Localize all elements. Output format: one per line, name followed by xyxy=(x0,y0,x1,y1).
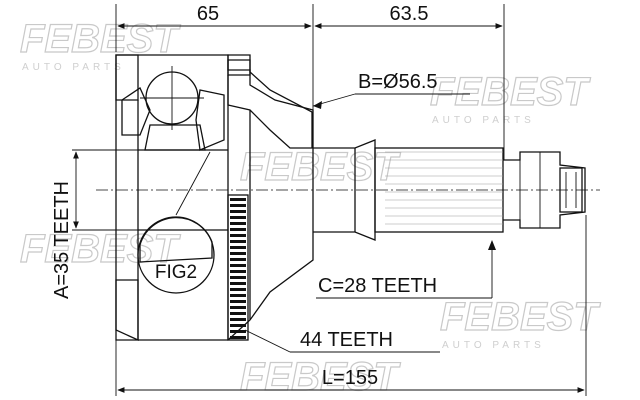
abs-tooth xyxy=(230,252,246,255)
overall-length-label: L=155 xyxy=(322,367,378,389)
fig2-detail: FIG2 xyxy=(137,151,215,294)
abs-tooth xyxy=(230,222,246,225)
ball-cage xyxy=(121,66,225,151)
b-diameter-label: B=Ø56.5 xyxy=(358,71,438,93)
watermark-logo: FEBEST xyxy=(240,145,401,189)
watermark-logo: FEBEST xyxy=(440,295,601,339)
abs-teeth-label: 44 TEETH xyxy=(300,329,393,351)
abs-tooth xyxy=(230,324,246,327)
watermark-logo: FEBEST xyxy=(430,70,591,114)
fig2-label: FIG2 xyxy=(155,262,197,283)
abs-tooth xyxy=(230,276,246,279)
callout-c-teeth: C=28 TEETH xyxy=(316,240,496,299)
abs-tooth xyxy=(230,234,246,237)
abs-tooth xyxy=(230,300,246,303)
callout-a-teeth: A=35 TEETH xyxy=(51,149,138,299)
abs-tooth xyxy=(230,240,246,243)
abs-tooth xyxy=(230,264,246,267)
watermark-tagline: AUTO PARTS xyxy=(432,115,535,126)
abs-tooth xyxy=(230,318,246,321)
dim-63-5: 63.5 xyxy=(390,3,429,25)
overall-length: L=155 xyxy=(115,215,587,396)
watermark-tagline: AUTO PARTS xyxy=(442,340,545,351)
abs-tooth xyxy=(230,330,246,333)
abs-tooth xyxy=(230,216,246,219)
abs-tooth xyxy=(230,210,246,213)
abs-tooth xyxy=(230,198,246,201)
c-teeth-label: C=28 TEETH xyxy=(318,275,437,297)
watermark-layer: FEBEST FEBEST FEBEST FEBEST FEBEST FEBES… xyxy=(19,16,602,399)
callout-abs-teeth: 44 TEETH xyxy=(244,329,440,353)
top-dimensions: 65 63.5 xyxy=(115,3,505,160)
abs-tooth xyxy=(230,336,246,339)
abs-tooth xyxy=(230,294,246,297)
dim-65: 65 xyxy=(197,3,219,25)
watermark-logo: FEBEST xyxy=(20,227,181,271)
abs-tooth xyxy=(230,306,246,309)
a-teeth-label: A=35 TEETH xyxy=(51,181,73,299)
abs-tooth xyxy=(230,258,246,261)
abs-tooth xyxy=(230,288,246,291)
abs-ring xyxy=(227,194,249,341)
stub-shaft xyxy=(313,139,586,241)
abs-tooth xyxy=(230,228,246,231)
watermark-tagline: AUTO PARTS xyxy=(22,62,125,73)
abs-tooth xyxy=(230,270,246,273)
callout-b-diameter: B=Ø56.5 xyxy=(312,71,470,109)
abs-tooth xyxy=(230,312,246,315)
abs-tooth xyxy=(230,204,246,207)
abs-tooth xyxy=(230,246,246,249)
abs-tooth xyxy=(230,282,246,285)
